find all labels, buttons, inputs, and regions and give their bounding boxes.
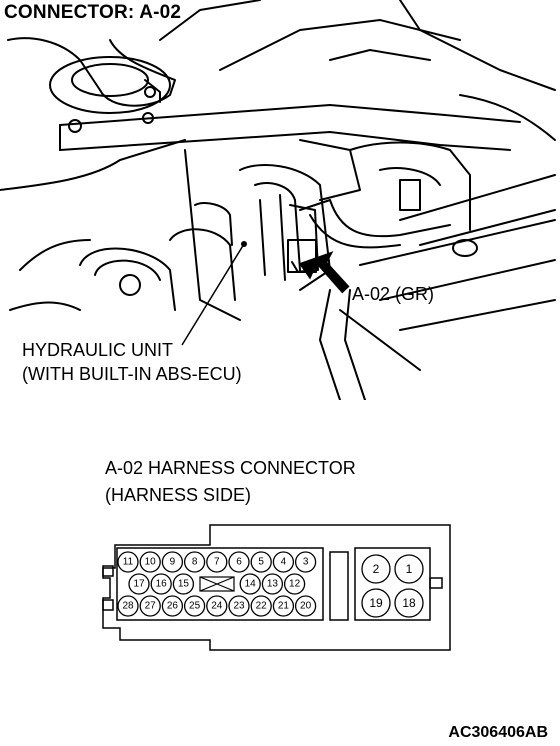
large-1-label: 1 — [406, 562, 413, 576]
mid-row-15-pin — [172, 573, 195, 595]
mid-row-17-label: 17 — [133, 579, 145, 590]
bottom-row-22-label: 22 — [256, 601, 268, 612]
blank-cavity — [199, 576, 235, 592]
mid-row-14-pin — [239, 573, 261, 595]
bottom-row-26-pin — [161, 595, 184, 617]
bottom-row-23-pin — [228, 595, 250, 617]
bottom-row-26-label: 26 — [167, 601, 179, 612]
bottom-row-20-pin — [294, 595, 317, 617]
hydraulic-unit-sublabel: (WITH BUILT-IN ABS-ECU) — [22, 364, 242, 384]
bottom-row-20-label: 20 — [300, 601, 312, 612]
top-row-3-pin — [294, 551, 317, 573]
harness-heading: A-02 HARNESS CONNECTOR — [105, 458, 356, 478]
bottom-row-28-pin — [117, 595, 139, 617]
bottom-row-21-pin — [272, 595, 295, 617]
mid-row-14-label: 14 — [245, 579, 257, 590]
top-row-6-pin — [228, 551, 250, 573]
hydraulic-unit-label: HYDRAULIC UNIT — [22, 340, 174, 360]
bottom-row-25-pin — [183, 595, 206, 617]
mid-row-16-label: 16 — [156, 579, 168, 590]
mid-row-15-label: 15 — [178, 579, 190, 590]
top-row-8-pin — [183, 551, 206, 573]
mid-row-16-pin — [150, 573, 172, 595]
top-row-6-label: 6 — [236, 557, 242, 568]
mid-row-12-label: 12 — [289, 579, 301, 590]
top-row-9-pin — [161, 551, 184, 573]
blank-cavity-cross — [199, 576, 235, 592]
bottom-row-28-label: 28 — [122, 601, 134, 612]
bottom-row-24-pin — [206, 595, 228, 617]
engine-bay-illustration — [0, 0, 556, 400]
top-row-11-label: 11 — [123, 557, 134, 568]
page-title: CONNECTOR: A-02 — [4, 2, 182, 23]
top-row-7-pin — [206, 551, 228, 573]
large-18-pin — [394, 588, 424, 618]
mid-row-13-pin — [261, 573, 284, 595]
large-19-pin — [361, 588, 391, 618]
top-row-10-label: 10 — [145, 557, 157, 568]
top-row-5-pin — [250, 551, 272, 573]
mid-row-12-pin — [283, 573, 306, 595]
top-row-10-pin — [139, 551, 161, 573]
bottom-row-22-pin — [250, 595, 272, 617]
top-row-7-label: 7 — [214, 557, 220, 568]
connector-callout: A-02 (GR) — [352, 284, 435, 304]
mid-row-17-pin — [128, 573, 150, 595]
top-row-8-label: 8 — [192, 557, 198, 568]
top-row-5-label: 5 — [258, 557, 264, 568]
large-18-label: 18 — [402, 596, 416, 610]
top-row-4-pin — [272, 551, 295, 573]
top-row-4-label: 4 — [281, 557, 287, 568]
harness-subheading: (HARNESS SIDE) — [105, 485, 252, 505]
image-reference-code: AC306406AB — [448, 724, 548, 741]
bottom-row-24-label: 24 — [211, 601, 223, 612]
top-row-9-label: 9 — [170, 557, 176, 568]
large-2-label: 2 — [373, 562, 380, 576]
bottom-row-27-label: 27 — [145, 601, 157, 612]
bottom-row-23-label: 23 — [233, 601, 245, 612]
top-row-11-pin — [117, 551, 139, 573]
large-2-pin — [361, 554, 391, 584]
large-1-pin — [394, 554, 424, 584]
bottom-row-27-pin — [139, 595, 161, 617]
large-19-label: 19 — [369, 596, 383, 610]
bottom-row-25-label: 25 — [189, 601, 201, 612]
bottom-row-21-label: 21 — [278, 601, 290, 612]
mid-row-13-label: 13 — [267, 579, 279, 590]
top-row-3-label: 3 — [303, 557, 309, 568]
